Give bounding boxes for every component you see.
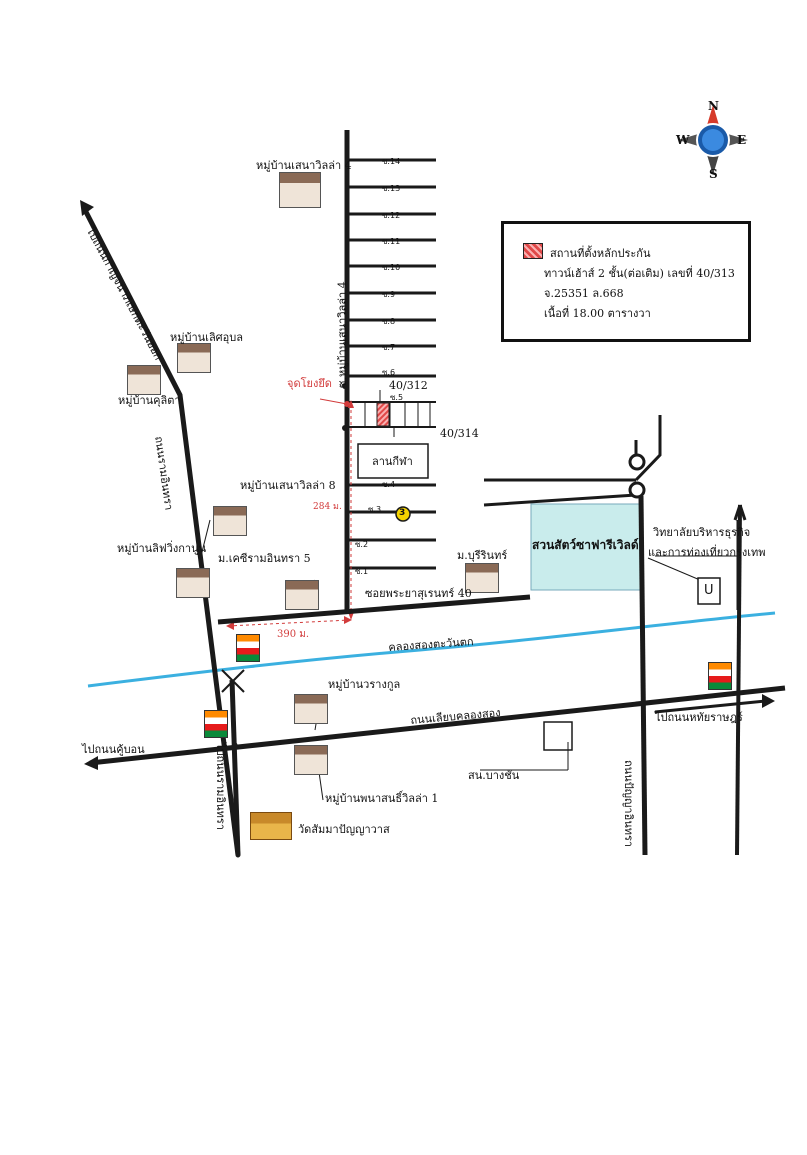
seven-eleven-icon (204, 710, 228, 738)
soi-label: ซ.4 (382, 480, 396, 489)
u-box (697, 577, 721, 605)
house-icon (279, 172, 321, 208)
route-marker-3-text: 3 (399, 508, 406, 518)
label-road-panya-ramintra: ถนนปัญญาอินทรา (622, 760, 635, 848)
soi-label: ซ.9 (382, 290, 396, 299)
legend-line1: สถานที่ตั้งหลักประกัน (550, 247, 651, 260)
soi-label: ซ.8 (382, 317, 396, 326)
soi-label: ซ.11 (382, 237, 401, 246)
compass-w: W (676, 133, 690, 147)
sports-ground-box (357, 443, 429, 479)
label-ref-point: จุดโยงยึด (287, 377, 332, 390)
label-sports-ground: ลานกีฬา (372, 455, 413, 468)
arrow-east (762, 694, 775, 708)
townhouse-row (347, 401, 436, 428)
canal-line (87, 611, 776, 688)
label-village-livwingkanun: หมู่บ้านลิฟวิ่งกานูน (117, 542, 207, 555)
label-to-hathairat: ไปถนนหทัยราษฎร์ (655, 711, 743, 724)
soi-label: ซ.6 (382, 368, 396, 377)
road-panya-ramintra (638, 495, 648, 856)
house-icon (127, 365, 161, 395)
legend-line3: จ.25351 ล.668 (544, 287, 624, 300)
route-marker-3 (395, 506, 411, 522)
label-village-phanasan: หมู่บ้านพนาสนธิ์วิลล่า 1 (325, 792, 439, 805)
house-icon (465, 563, 499, 593)
house-icon (176, 568, 210, 598)
label-village-senavilla4: หมู่บ้านเสนาวิลล่า 4 (256, 159, 352, 172)
label-m-buririn: ม.บุรีรินทร์ (457, 549, 508, 562)
compass-n: N (708, 99, 719, 113)
label-village-waranggoon: หมู่บ้านวรางกูล (328, 678, 401, 691)
road-liab-khlongsong (89, 685, 786, 766)
arrow-kanchanapisek (80, 200, 94, 216)
compass-e: E (737, 133, 747, 147)
soi-label: ซ.5 (390, 393, 404, 402)
house-icon (285, 580, 319, 610)
safari-world-area (530, 503, 642, 591)
label-to-nuanchan: ไปถนนคู้บอน (82, 743, 145, 756)
label-temple: วัดสัมมาปัญญาวาส (298, 823, 390, 836)
soi-label: ซ.3 (368, 505, 382, 514)
soi-label: ซ.10 (382, 263, 401, 272)
legend-box: สถานที่ตั้งหลักประกัน ทาวน์เฮ้าส์ 2 ชั้น… (501, 221, 751, 342)
label-soi-praya40: ซอยพระยาสุเรนทร์ 40 (365, 587, 472, 600)
house-icon (294, 745, 328, 775)
road-to-kanchanapisek (81, 205, 241, 858)
police-box (543, 721, 573, 751)
label-house-40-312: 40/312 (389, 379, 428, 392)
seven-eleven-icon (236, 634, 260, 662)
house-icon (177, 343, 211, 373)
soi-label: ซ.1 (355, 567, 369, 576)
label-college-2: และการท่องเที่ยวกรุงเทพ (648, 546, 766, 559)
soi-label: ซ.12 (382, 211, 401, 220)
house-icon (294, 694, 328, 724)
label-house-40-314: 40/314 (440, 427, 479, 440)
label-u: U (704, 583, 714, 598)
house-icon (213, 506, 247, 536)
label-safari-world: สวนสัตว์ซาฟารีเวิลด์ (532, 538, 639, 552)
arrow-west (84, 756, 98, 770)
soi-label: ซ.2 (355, 540, 369, 549)
subject-swatch (523, 243, 543, 259)
temple-icon (250, 812, 292, 840)
soi-branches (347, 158, 436, 570)
soi-label: ซ.13 (382, 184, 401, 193)
compass-s: S (709, 167, 718, 181)
legend-line2: ทาวน์เฮ้าส์ 2 ชั้น(ต่อเติม) เลขที่ 40/31… (544, 267, 735, 280)
label-village-senavilla8: หมู่บ้านเสนาวิลล่า 8 (240, 479, 336, 492)
soi-label: ซ.14 (382, 157, 401, 166)
compass-rose (678, 105, 748, 175)
road-ramintra-lower (229, 679, 241, 856)
label-college-1: วิทยาลัยบริหารธุรกิจ (653, 526, 751, 539)
label-village-kulita: หมู่บ้านคุลิตา (118, 394, 181, 407)
label-m-kesaram: ม.เคซีรามอินทรา 5 (218, 552, 311, 565)
road-soi-praya40 (217, 594, 531, 625)
label-soi-village-senavilla4: ซ.หมู่บ้านเสนาวิลล่า 4 (336, 281, 349, 388)
subject-property (376, 402, 390, 427)
soi-label: ซ.7 (382, 343, 396, 352)
dimension-390 (227, 619, 351, 627)
label-to-ramintra: ไปถนนรามอินทรา (214, 743, 227, 831)
label-police: สน.บางชัน (468, 769, 520, 782)
seven-eleven-icon (708, 662, 732, 690)
legend-line4: เนื้อที่ 18.00 ตารางวา (544, 307, 651, 320)
label-village-lertsudkhao: หมู่บ้านเลิศอุบล (170, 331, 243, 344)
label-dist-284: 284 ม. (313, 502, 342, 512)
label-dist-390: 390 ม. (277, 629, 310, 640)
